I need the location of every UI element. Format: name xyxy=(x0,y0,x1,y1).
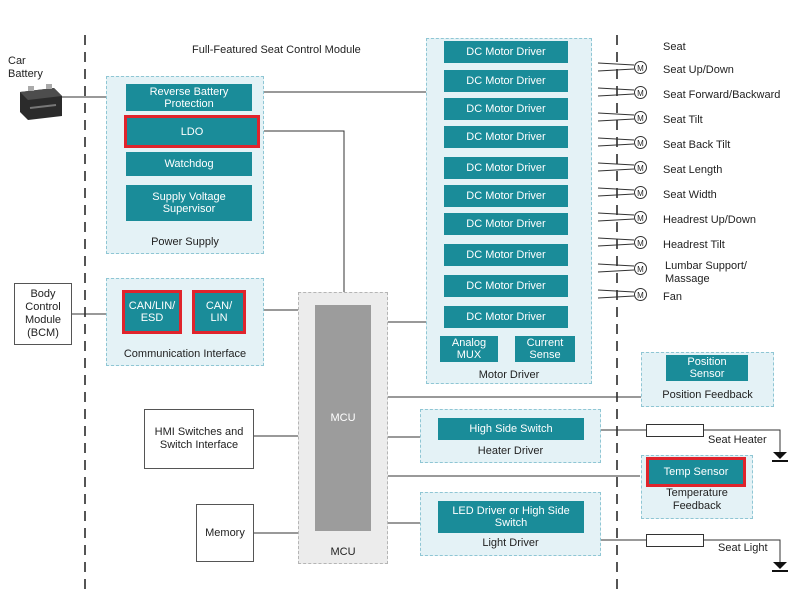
supply-voltage-supervisor-block: Supply Voltage Supervisor xyxy=(126,185,252,221)
seat-motor-label: Seat Tilt xyxy=(663,114,703,126)
communication-interface-label: Communication Interface xyxy=(123,348,247,360)
motor-symbol-icon: M xyxy=(634,136,647,149)
seat-motor-label: Seat Forward/Backward xyxy=(663,89,781,101)
dc-motor-driver-block: DC Motor Driver xyxy=(444,185,568,207)
seat-motor-label: Seat Length xyxy=(663,164,723,176)
motor-symbol-icon: M xyxy=(634,262,647,275)
current-sense-block: Current Sense xyxy=(515,336,575,362)
mcu-core: MCU xyxy=(315,305,371,531)
motor-symbol-icon: M xyxy=(634,211,647,224)
seat-motor-label: Fan xyxy=(663,291,682,303)
car-battery-label: Car Battery xyxy=(8,55,43,80)
car-battery-icon xyxy=(20,84,62,120)
led-driver-block: LED Driver or High Side Switch xyxy=(438,501,584,533)
seat-motor-label: Seat Width xyxy=(663,189,717,201)
bcm-box: Body Control Module (BCM) xyxy=(14,283,72,345)
hmi-switches-box: HMI Switches and Switch Interface xyxy=(144,409,254,469)
seat-heater-label: Seat Heater xyxy=(708,434,767,446)
dc-motor-driver-block: DC Motor Driver xyxy=(444,126,568,148)
mcu-label: MCU xyxy=(330,546,356,558)
dc-motor-driver-block: DC Motor Driver xyxy=(444,157,568,179)
seat-heading: Seat xyxy=(663,41,686,53)
position-sensor-block: Position Sensor xyxy=(666,355,748,381)
seat-motor-label: Lumbar Support/ Massage xyxy=(665,260,747,285)
memory-box: Memory xyxy=(196,504,254,562)
heater-driver-label: Heater Driver xyxy=(477,445,544,457)
module-title: Full-Featured Seat Control Module xyxy=(192,44,361,56)
ldo-block: LDO xyxy=(124,115,260,148)
seat-heater-resistor xyxy=(646,424,704,437)
seat-light-resistor xyxy=(646,534,704,547)
motor-symbol-icon: M xyxy=(634,86,647,99)
dc-motor-driver-block: DC Motor Driver xyxy=(444,70,568,92)
seat-motor-label: Seat Up/Down xyxy=(663,64,734,76)
temp-sensor-block: Temp Sensor xyxy=(646,457,746,487)
reverse-battery-protection-block: Reverse Battery Protection xyxy=(126,84,252,111)
temperature-feedback-label: Temperature Feedback xyxy=(666,487,728,512)
motor-symbol-icon: M xyxy=(634,288,647,301)
motor-symbol-icon: M xyxy=(634,111,647,124)
light-driver-label: Light Driver xyxy=(482,537,539,549)
motor-symbol-icon: M xyxy=(634,161,647,174)
dc-motor-driver-block: DC Motor Driver xyxy=(444,213,568,235)
dc-motor-driver-block: DC Motor Driver xyxy=(444,98,568,120)
motor-symbol-icon: M xyxy=(634,236,647,249)
dc-motor-driver-block: DC Motor Driver xyxy=(444,41,568,63)
power-supply-label: Power Supply xyxy=(151,236,219,248)
can-lin-block: CAN/ LIN xyxy=(192,290,246,334)
high-side-switch-block: High Side Switch xyxy=(438,418,584,440)
seat-motor-label: Headrest Tilt xyxy=(663,239,725,251)
dc-motor-driver-block: DC Motor Driver xyxy=(444,275,568,297)
motor-driver-label: Motor Driver xyxy=(478,369,540,381)
dc-motor-driver-block: DC Motor Driver xyxy=(444,244,568,266)
motor-symbol-icon: M xyxy=(634,61,647,74)
motor-symbol-icon: M xyxy=(634,186,647,199)
seat-light-label: Seat Light xyxy=(718,542,768,554)
seat-motor-label: Headrest Up/Down xyxy=(663,214,756,226)
watchdog-block: Watchdog xyxy=(126,152,252,176)
dc-motor-driver-block: DC Motor Driver xyxy=(444,306,568,328)
analog-mux-block: Analog MUX xyxy=(440,336,498,362)
seat-motor-label: Seat Back Tilt xyxy=(663,139,731,151)
position-feedback-label: Position Feedback xyxy=(662,389,753,401)
can-lin-esd-block: CAN/LIN/ ESD xyxy=(122,290,182,334)
